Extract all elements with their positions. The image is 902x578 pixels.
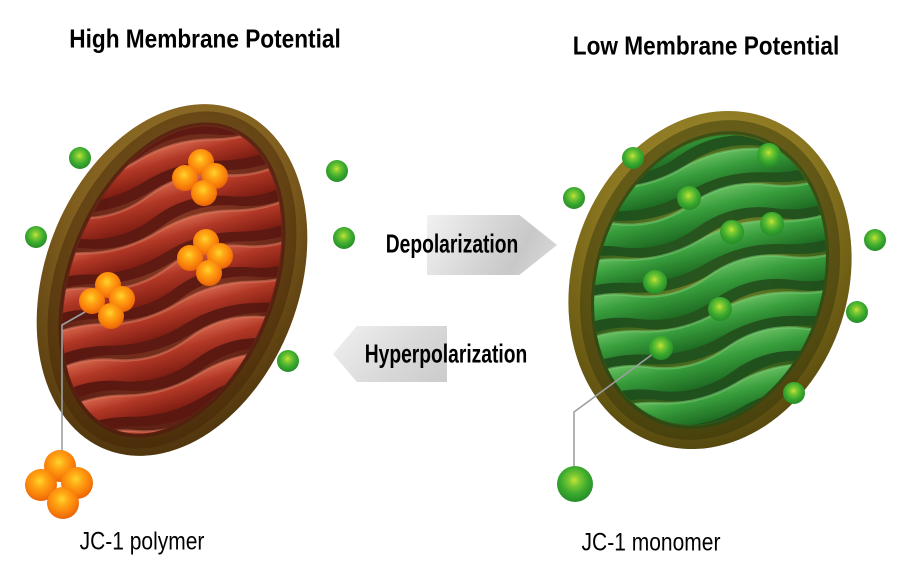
jc1-monomer-sphere <box>643 270 667 294</box>
jc1-polymer-cluster-sphere <box>195 259 222 286</box>
jc1-polymer-label: JC-1 polymer <box>79 527 205 556</box>
jc1-monomer-sphere <box>622 147 644 169</box>
jc1-monomer-sphere <box>677 186 701 210</box>
callout-lines <box>61 311 662 468</box>
jc1-polymer-cluster-sphere <box>97 302 124 329</box>
jc1-monomer-sphere <box>333 227 355 249</box>
left-mitochondrion <box>21 94 323 466</box>
jc1-monomer-sphere <box>649 336 673 360</box>
jc1-polymer-cluster-sphere <box>190 179 217 206</box>
jc1-monomer-sphere <box>25 226 47 248</box>
jc1-monomer-sphere <box>757 143 781 167</box>
jc1-monomer-legend-sphere <box>557 466 593 502</box>
jc1-monomer-sphere <box>846 301 868 323</box>
jc1-monomer-label: JC-1 monomer <box>581 528 721 557</box>
jc1-monomer-sphere <box>326 160 348 182</box>
jc1-polymer-legend-sphere <box>47 487 80 520</box>
jc1-monomer-sphere <box>69 147 91 169</box>
jc1-monomer-sphere <box>760 212 784 236</box>
callout-line <box>573 347 662 468</box>
jc1-monomer-sphere <box>720 220 744 244</box>
high-membrane-potential-title: High Membrane Potential <box>69 23 341 54</box>
jc1-monomer-sphere <box>864 229 886 251</box>
jc1-monomer-sphere <box>783 382 805 404</box>
jc1-monomer-sphere <box>277 350 299 372</box>
callout-line <box>61 311 86 456</box>
low-membrane-potential-title: Low Membrane Potential <box>572 30 840 61</box>
hyperpolarization-label: Hyperpolarization <box>364 338 528 369</box>
depolarization-label: Depolarization <box>385 228 519 259</box>
hyperpolarization-arrow-icon <box>333 326 447 382</box>
jc1-monomer-sphere <box>563 187 585 209</box>
jc1-monomer-sphere <box>708 297 732 321</box>
